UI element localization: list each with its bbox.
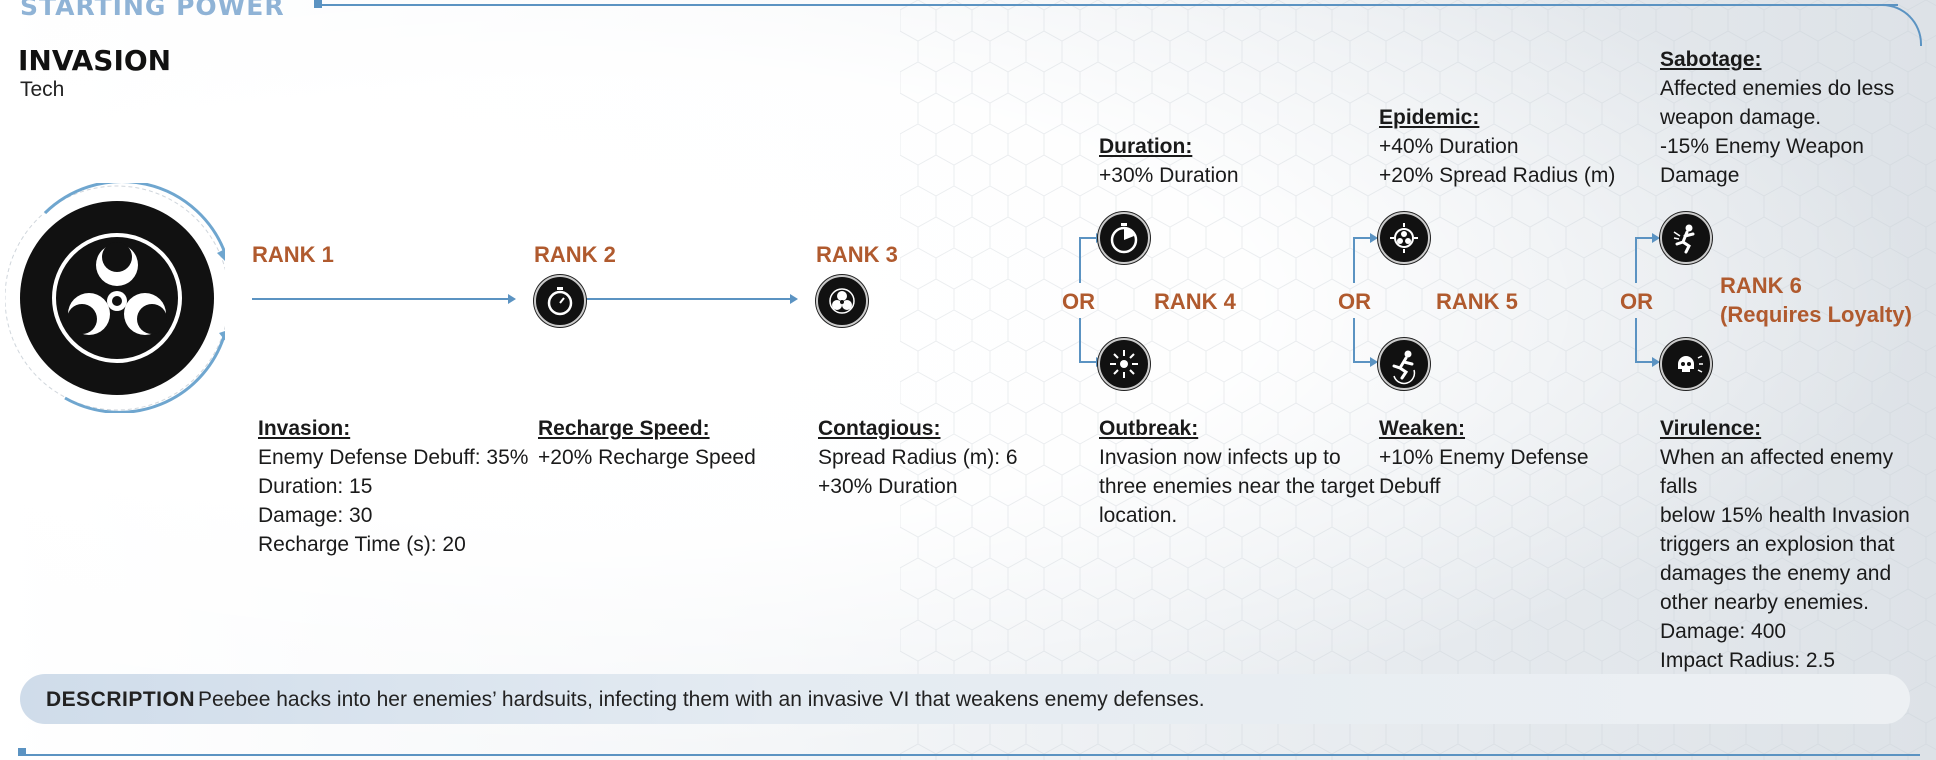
- upgrade-sabotage: Sabotage: Affected enemies do less weapo…: [1660, 45, 1894, 190]
- rank-6-note: (Requires Loyalty): [1720, 302, 1912, 327]
- upgrade-line: +30% Duration: [818, 475, 958, 498]
- timer-icon[interactable]: [1098, 212, 1150, 264]
- power-title: INVASION: [18, 44, 172, 77]
- upgrade-line: -15% Enemy Weapon: [1660, 135, 1864, 158]
- upgrade-line: +30% Duration: [1099, 164, 1239, 187]
- biohazard-small-icon[interactable]: [816, 275, 868, 327]
- biohazard-icon: [5, 183, 225, 413]
- virus-icon[interactable]: [1378, 212, 1430, 264]
- upgrade-title: Invasion:: [258, 417, 351, 440]
- upgrade-title: Outbreak:: [1099, 417, 1199, 440]
- or-label-rank4: OR: [1062, 289, 1095, 314]
- upgrade-duration: Duration: +30% Duration: [1099, 132, 1239, 190]
- upgrade-title: Epidemic:: [1379, 106, 1480, 129]
- rank-4-label: RANK 4: [1154, 289, 1236, 314]
- rank-3-label: RANK 3: [816, 242, 898, 267]
- upgrade-line: Affected enemies do less: [1660, 77, 1895, 100]
- burst-icon[interactable]: [1098, 338, 1150, 390]
- upgrade-line: Invasion now infects up to: [1099, 446, 1341, 469]
- upgrade-recharge-speed: Recharge Speed: +20% Recharge Speed: [538, 414, 756, 472]
- description-text: Peebee hacks into her enemies’ hardsuits…: [198, 688, 1205, 711]
- skull-burst-icon[interactable]: [1660, 338, 1712, 390]
- upgrade-line: +10% Enemy Defense: [1379, 446, 1589, 469]
- upgrade-contagious: Contagious: Spread Radius (m): 6 +30% Du…: [818, 414, 1018, 501]
- upgrade-epidemic: Epidemic: +40% Duration +20% Spread Radi…: [1379, 103, 1615, 190]
- rank-6-label: RANK 6: [1720, 273, 1802, 298]
- description-bar: [20, 674, 1910, 724]
- upgrade-line: +40% Duration: [1379, 135, 1519, 158]
- upgrade-line: Recharge Time (s): 20: [258, 533, 466, 556]
- section-label: STARTING POWER: [20, 0, 285, 21]
- rank-5-label: RANK 5: [1436, 289, 1518, 314]
- upgrade-line: +20% Recharge Speed: [538, 446, 756, 469]
- upgrade-line: damages the enemy and: [1660, 562, 1892, 585]
- upgrade-line: Damage: 400: [1660, 620, 1787, 643]
- rank-1-label: RANK 1: [252, 242, 334, 267]
- upgrade-line: triggers an explosion that: [1660, 533, 1895, 556]
- upgrade-weaken: Weaken: +10% Enemy Defense Debuff: [1379, 414, 1589, 501]
- upgrade-line: weapon damage.: [1660, 106, 1822, 129]
- upgrade-line: Impact Radius: 2.5: [1660, 649, 1836, 672]
- upgrade-title: Duration:: [1099, 135, 1193, 158]
- upgrade-line: Debuff: [1379, 475, 1441, 498]
- upgrade-line: Enemy Defense Debuff: 35%: [258, 446, 529, 469]
- upgrade-invasion: Invasion: Enemy Defense Debuff: 35% Dura…: [258, 414, 528, 559]
- upgrade-title: Virulence:: [1660, 417, 1762, 440]
- upgrade-line: Damage: [1660, 164, 1740, 187]
- upgrade-line: When an affected enemy falls: [1660, 446, 1894, 498]
- power-type: Tech: [20, 78, 65, 101]
- or-label-rank5: OR: [1338, 289, 1371, 314]
- upgrade-title: Weaken:: [1379, 417, 1465, 440]
- upgrade-line: Spread Radius (m): 6: [818, 446, 1018, 469]
- frame-bottom-tick: [18, 748, 26, 756]
- falling-figure-icon[interactable]: [1378, 338, 1430, 390]
- upgrade-line: other nearby enemies.: [1660, 591, 1869, 614]
- weapon-sabotage-icon[interactable]: [1660, 212, 1712, 264]
- upgrade-title: Recharge Speed:: [538, 417, 710, 440]
- description-label: DESCRIPTION: [46, 688, 196, 711]
- upgrade-outbreak: Outbreak: Invasion now infects up to thr…: [1099, 414, 1375, 530]
- upgrade-line: below 15% health Invasion: [1660, 504, 1910, 527]
- upgrade-line: +20% Spread Radius (m): [1379, 164, 1616, 187]
- frame-bottom-line: [20, 754, 1920, 756]
- upgrade-title: Contagious:: [818, 417, 941, 440]
- upgrade-line: three enemies near the target: [1099, 475, 1375, 498]
- upgrade-line: Duration: 15: [258, 475, 373, 498]
- upgrade-line: Damage: 30: [258, 504, 373, 527]
- rank-2-label: RANK 2: [534, 242, 616, 267]
- frame-top-line: [318, 4, 1898, 6]
- upgrade-title: Sabotage:: [1660, 48, 1762, 71]
- upgrade-virulence: Virulence: When an affected enemy falls …: [1660, 414, 1936, 675]
- upgrade-line: location.: [1099, 504, 1178, 527]
- or-label-rank6: OR: [1620, 289, 1653, 314]
- stopwatch-icon[interactable]: [534, 275, 586, 327]
